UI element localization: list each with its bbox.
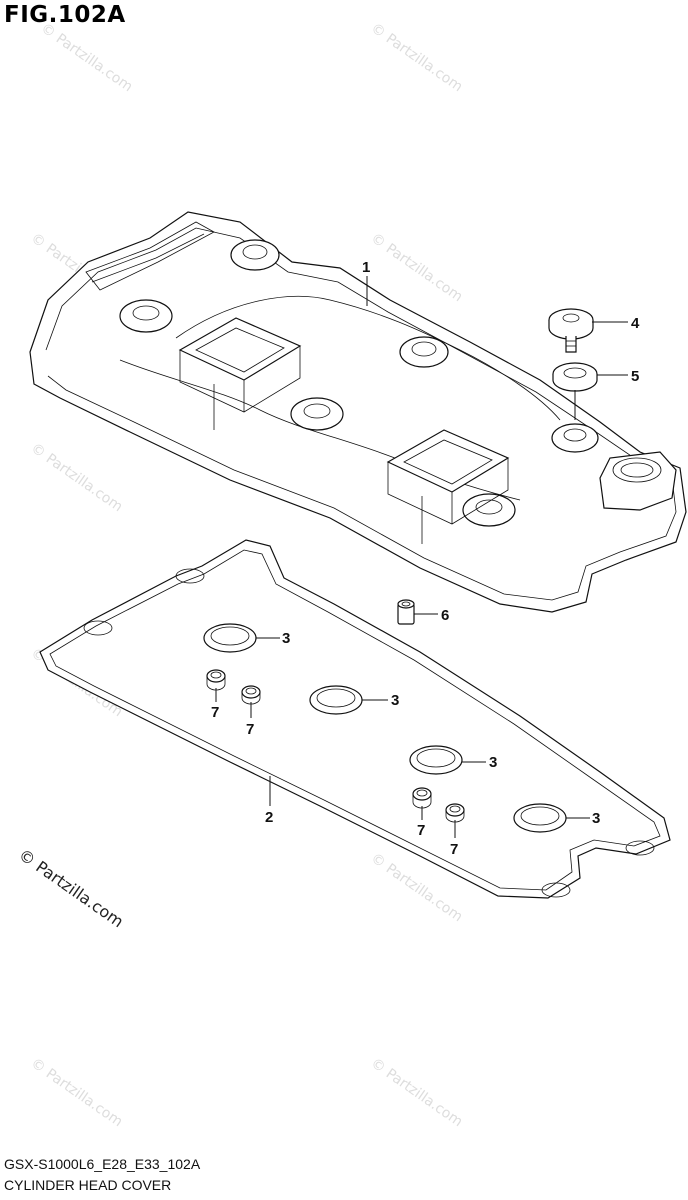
watermark: © Partzilla.com xyxy=(38,20,136,95)
plug-hole-gasket xyxy=(309,685,363,715)
callout-3: 3 xyxy=(592,810,600,827)
callout-5: 5 xyxy=(631,368,639,385)
callout-4: 4 xyxy=(631,315,640,332)
callout-7: 7 xyxy=(211,704,219,721)
figure-code: GSX-S1000L6_E28_E33_102A xyxy=(4,1156,201,1172)
figure-title: FIG.102A xyxy=(4,2,126,28)
watermark: © Partzilla.com xyxy=(368,230,466,305)
watermark: © Partzilla.com xyxy=(28,440,126,515)
callout-3: 3 xyxy=(489,754,497,771)
bolt-boss xyxy=(551,423,599,453)
callout-3: 3 xyxy=(282,630,290,647)
callout-2: 2 xyxy=(265,809,273,826)
callout-6: 6 xyxy=(441,607,449,624)
callout-labels: 1 2 3 3 3 3 4 5 6 7 7 7 7 xyxy=(211,259,640,858)
watermark: © Partzilla.com xyxy=(368,1055,466,1130)
plug-hole-gasket xyxy=(203,623,257,653)
callout-7: 7 xyxy=(417,822,425,839)
plug-hole-gasket xyxy=(513,803,567,833)
cover-bolt xyxy=(548,308,594,353)
cover-gasket xyxy=(39,539,671,899)
watermark: © Partzilla.com xyxy=(368,20,466,95)
o-ring xyxy=(206,669,226,691)
bolt-boss xyxy=(230,239,280,271)
plug-hole-gasket xyxy=(409,745,463,775)
bolt-boss xyxy=(462,493,516,527)
bolt-boss xyxy=(290,397,344,431)
watermark: © Partzilla.com xyxy=(28,1055,126,1130)
pair-chamber-left xyxy=(178,317,302,430)
bolt-gasket xyxy=(552,362,598,392)
callout-7: 7 xyxy=(450,841,458,858)
bolt-boss xyxy=(399,336,449,368)
callout-1: 1 xyxy=(362,259,370,276)
callout-3: 3 xyxy=(391,692,399,709)
leader-lines xyxy=(215,276,628,838)
bolt-boss xyxy=(119,299,173,333)
pair-chamber-right xyxy=(386,429,510,544)
o-ring xyxy=(412,787,432,809)
callout-7: 7 xyxy=(246,721,254,738)
breather-outlet xyxy=(599,451,677,511)
figure-name: CYLINDER HEAD COVER xyxy=(4,1177,172,1193)
cylinder-head-cover xyxy=(29,211,687,613)
o-ring xyxy=(241,685,261,705)
dowel-pin xyxy=(397,599,415,625)
